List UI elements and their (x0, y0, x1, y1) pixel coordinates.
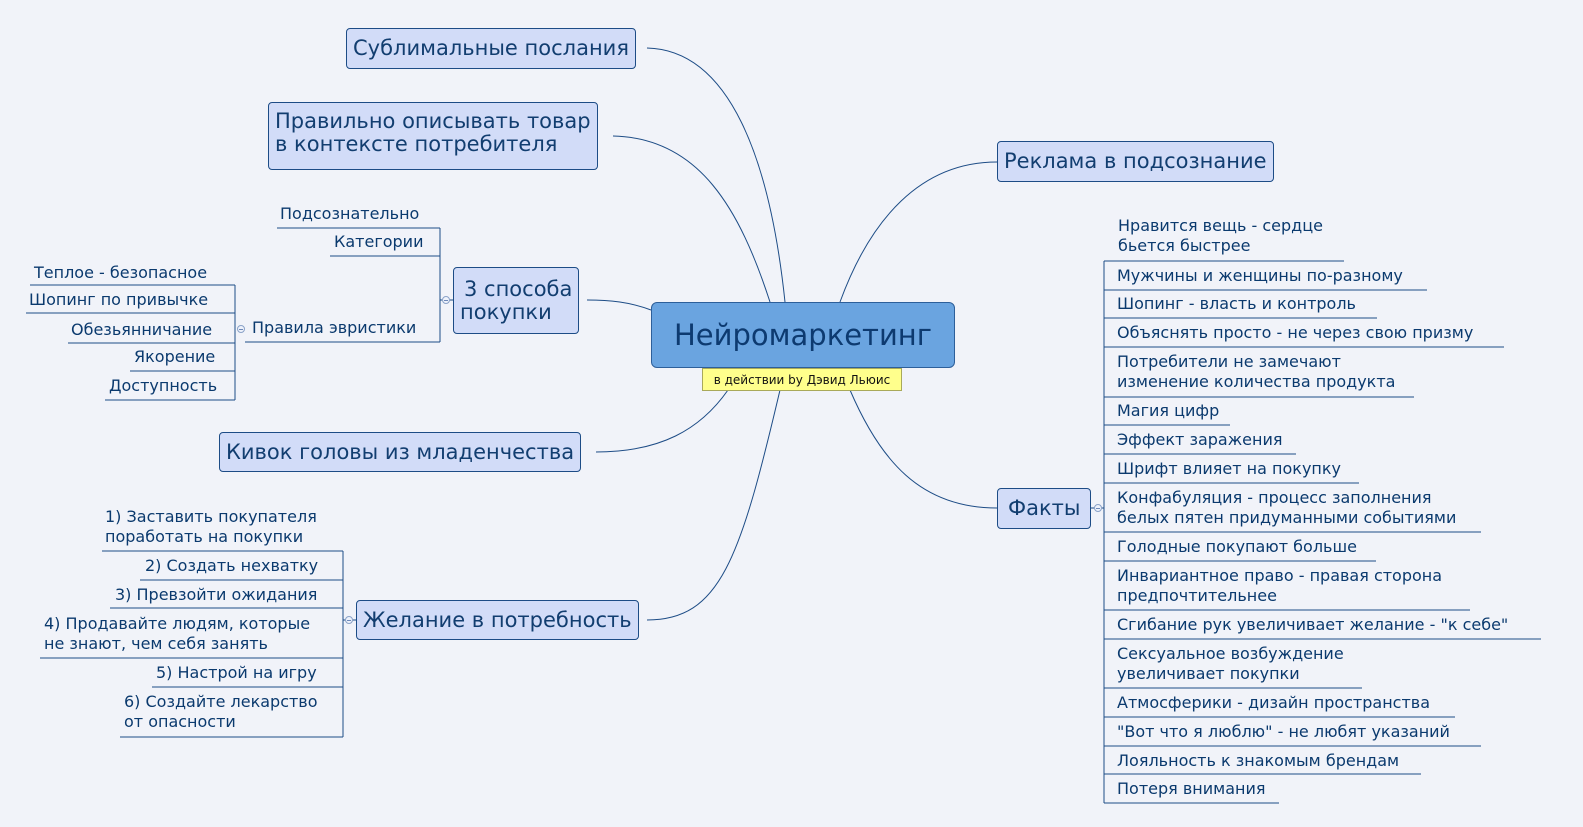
topic-nod-label: Кивок головы из младенчества (226, 440, 575, 464)
fact-item[interactable]: Конфабуляция - процесс заполнения белых … (1117, 488, 1456, 528)
fact-item[interactable]: Мужчины и женщины по-разному (1117, 266, 1403, 285)
topic-ads-label: Реклама в подсознание (1004, 149, 1267, 173)
topic-describe-line1: Правильно описывать товар (275, 109, 591, 133)
fact-line: Нравится вещь - сердце (1118, 216, 1323, 235)
link-desire (646, 389, 781, 621)
root-topic[interactable]: Нейромаркетинг (651, 302, 955, 368)
heuristic-item[interactable]: Якорение (134, 347, 216, 366)
topic-ways-line2: покупки (460, 300, 552, 324)
collapse-desire-icon[interactable] (345, 616, 353, 624)
link-subliminal (646, 47, 786, 303)
fact-item[interactable]: Сексуальное возбуждение увеличивает поку… (1117, 644, 1344, 684)
desire-item-4-line1: 4) Продавайте людям, которые (44, 614, 311, 633)
subtopic-subconscious[interactable]: Подсознательно (280, 204, 420, 223)
topic-desire[interactable]: Желание в потребность (356, 600, 639, 640)
topic-nod[interactable]: Кивок головы из младенчества (219, 432, 582, 472)
topic-ads[interactable]: Реклама в подсознание (997, 141, 1274, 182)
topic-subliminal[interactable]: Сублимальные послания (346, 28, 636, 69)
root-title: Нейромаркетинг (674, 318, 932, 352)
fact-line: бьется быстрее (1118, 236, 1251, 255)
link-describe (612, 135, 771, 303)
fact-item[interactable]: Инвариантное право - правая сторона пред… (1117, 566, 1442, 606)
fact-line: предпочтительнее (1117, 586, 1277, 605)
link-ads (839, 161, 998, 303)
fact-item[interactable]: Атмосферики - дизайн пространства (1117, 693, 1431, 712)
desire-item-3[interactable]: 3) Превзойти ожидания (115, 585, 318, 604)
fact-item[interactable]: Лояльность к знакомым брендам (1117, 751, 1400, 770)
collapse-ways-icon[interactable] (442, 296, 450, 304)
fact-line: изменение количества продукта (1117, 372, 1396, 391)
fact-item[interactable]: Голодные покупают больше (1117, 537, 1357, 556)
desire-item-2[interactable]: 2) Создать нехватку (145, 556, 319, 575)
desire-item-6-line2: от опасности (124, 712, 236, 731)
link-ways (586, 299, 652, 311)
fact-item[interactable]: Эффект заражения (1117, 430, 1283, 449)
desire-item-6-line1: 6) Создайте лекарство (124, 692, 318, 711)
desire-item-5[interactable]: 5) Настрой на игру (156, 663, 317, 682)
desire-item-1-line1: 1) Заставить покупателя (105, 507, 317, 526)
subtopic-heuristics[interactable]: Правила эвристики (252, 318, 417, 337)
desire-item-6[interactable]: 6) Создайте лекарство от опасности (124, 692, 318, 732)
fact-item[interactable]: Шрифт влияет на покупку (1117, 459, 1342, 478)
fact-item[interactable]: Потеря внимания (1117, 779, 1266, 798)
fact-item[interactable]: "Вот что я люблю" - не любят указаний (1117, 722, 1450, 741)
root-note: в действии by Дэвид Льюис (702, 368, 902, 391)
link-facts (849, 389, 998, 509)
desire-item-1-line2: поработать на покупки (105, 527, 304, 546)
heuristic-item[interactable]: Теплое - безопасное (34, 263, 208, 282)
fact-item[interactable]: Нравится вещь - сердце бьется быстрее (1118, 216, 1323, 256)
collapse-heuristics-icon[interactable] (237, 325, 245, 333)
fact-line: белых пятен придуманными событиями (1117, 508, 1457, 527)
desire-item-4[interactable]: 4) Продавайте людям, которые не знают, ч… (44, 614, 310, 654)
topic-subliminal-label: Сублимальные послания (353, 36, 629, 60)
subtopic-categories[interactable]: Категории (334, 232, 424, 251)
heuristic-item[interactable]: Шопинг по привычке (29, 290, 209, 309)
fact-item[interactable]: Магия цифр (1117, 401, 1220, 420)
fact-item[interactable]: Шопинг - власть и контроль (1117, 294, 1356, 313)
topic-describe[interactable]: Правильно описывать товар в контексте по… (268, 102, 598, 170)
heuristic-item[interactable]: Доступность (109, 376, 218, 395)
fact-line: увеличивает покупки (1117, 664, 1300, 683)
topic-desire-label: Желание в потребность (363, 608, 632, 632)
heuristic-item[interactable]: Обезьянничание (71, 320, 213, 339)
desire-item-4-line2: не знают, чем себя занять (44, 634, 268, 653)
fact-item[interactable]: Сгибание рук увеличивает желание - "к се… (1117, 615, 1509, 634)
fact-line: Сексуальное возбуждение (1117, 644, 1344, 663)
fact-item[interactable]: Потребители не замечают изменение количе… (1117, 352, 1395, 392)
topic-ways-line1: 3 способа (464, 277, 573, 301)
desire-item-1[interactable]: 1) Заставить покупателя поработать на по… (105, 507, 317, 547)
topic-describe-line2: в контексте потребителя (275, 132, 558, 156)
fact-line: Инвариантное право - правая сторона (1117, 566, 1443, 585)
fact-line: Конфабуляция - процесс заполнения (1117, 488, 1432, 507)
link-nod (595, 389, 729, 453)
topic-facts-label: Факты (1008, 496, 1081, 520)
collapse-facts-icon[interactable] (1094, 504, 1102, 512)
topic-ways[interactable]: 3 способа покупки (453, 267, 580, 334)
topic-facts[interactable]: Факты (997, 488, 1092, 529)
root-note-text: в действии by Дэвид Льюис (713, 372, 891, 387)
fact-item[interactable]: Объяснять просто - не через свою призму (1117, 323, 1474, 342)
fact-line: Потребители не замечают (1117, 352, 1341, 371)
